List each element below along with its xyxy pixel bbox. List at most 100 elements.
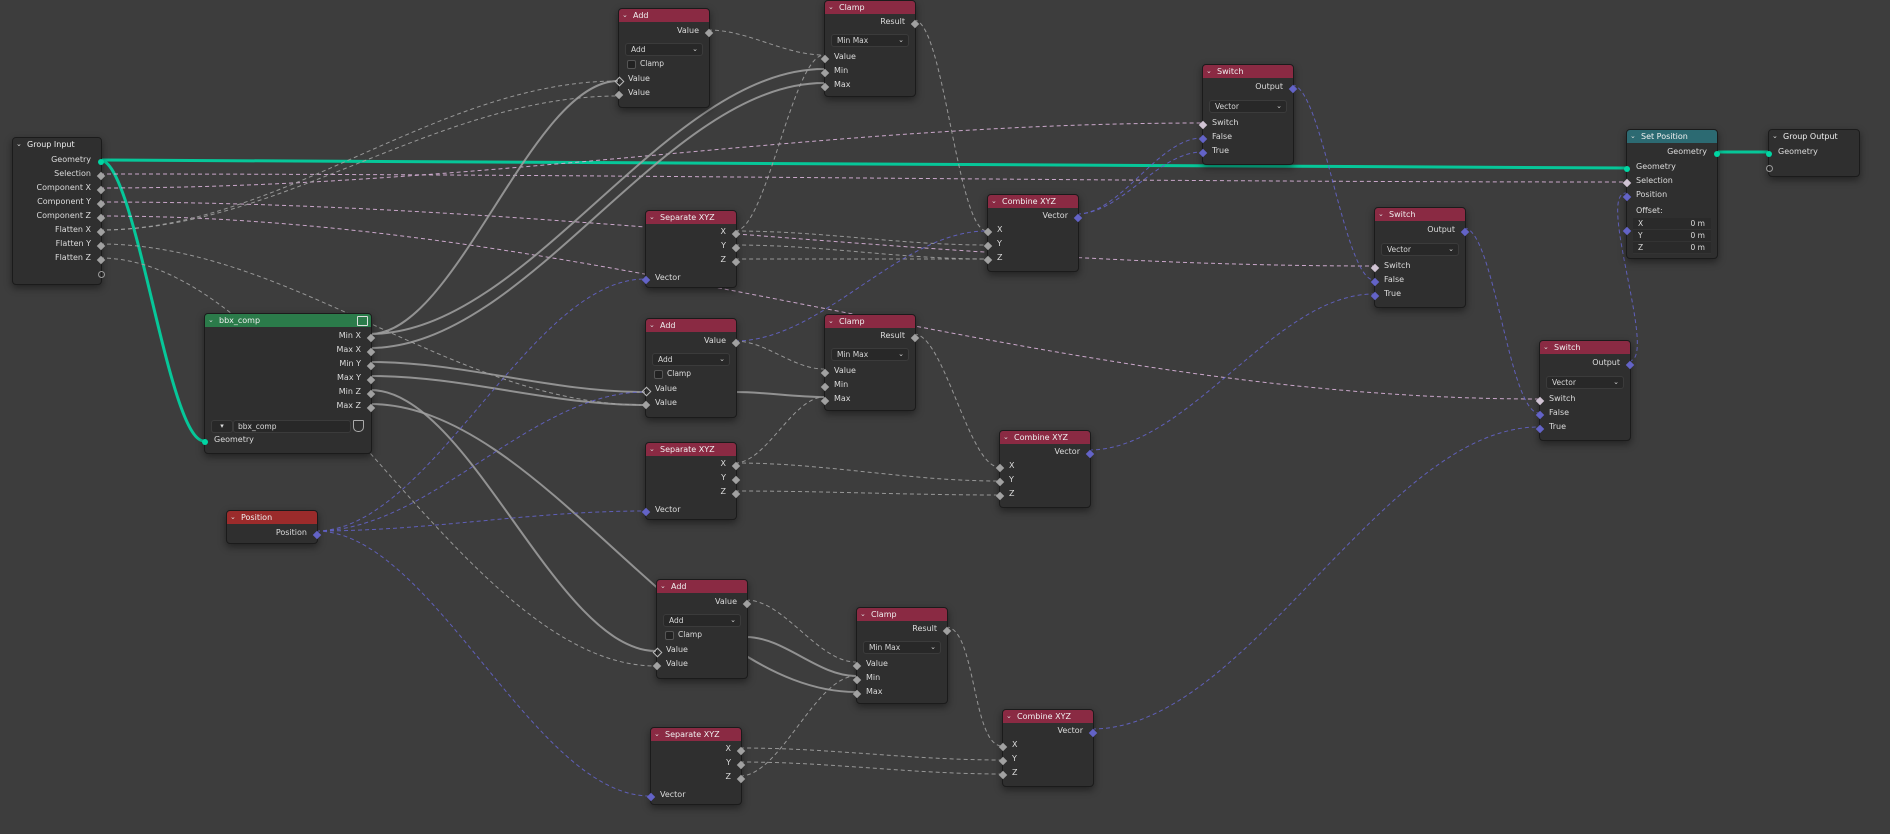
boolean-socket[interactable] xyxy=(1622,178,1632,188)
float-socket[interactable] xyxy=(995,477,1005,487)
type-dropdown[interactable]: Vector⌄ xyxy=(1381,243,1459,256)
node-header[interactable]: ⌄Add xyxy=(657,580,747,593)
boolean-socket[interactable] xyxy=(1198,120,1208,130)
node-link[interactable] xyxy=(1076,137,1203,215)
float-socket[interactable] xyxy=(731,475,741,485)
boolean-socket[interactable] xyxy=(1535,396,1545,406)
node-link[interactable] xyxy=(913,333,1000,468)
node-header[interactable]: ⌄Group Input xyxy=(13,138,101,151)
node-link[interactable] xyxy=(745,636,857,677)
empty-socket[interactable] xyxy=(1766,165,1773,172)
float-socket[interactable] xyxy=(614,90,624,100)
node-header[interactable]: ⌄Combine XYZ xyxy=(988,195,1078,208)
node-link[interactable] xyxy=(734,230,988,246)
chevron-down-icon[interactable]: ⌄ xyxy=(828,3,834,11)
float-socket[interactable] xyxy=(736,760,746,770)
node-link[interactable] xyxy=(734,462,1000,482)
chevron-down-icon[interactable]: ⌄ xyxy=(660,582,666,590)
node-header[interactable]: ⌄Set Position xyxy=(1627,130,1717,143)
vector-socket[interactable] xyxy=(1085,449,1095,459)
vector-socket[interactable] xyxy=(1198,148,1208,158)
float-socket[interactable] xyxy=(366,403,376,413)
float-socket[interactable] xyxy=(998,770,1008,780)
chevron-down-icon[interactable]: ⌄ xyxy=(208,316,214,324)
operation-dropdown[interactable]: Add⌄ xyxy=(625,43,703,56)
shield-icon[interactable] xyxy=(353,420,364,432)
node-link[interactable] xyxy=(734,340,825,370)
node-link[interactable] xyxy=(734,244,988,260)
clamp-node[interactable]: ⌄Clamp Result Min Max⌄ Value Min Max xyxy=(852,607,952,704)
float-socket[interactable] xyxy=(652,661,662,671)
vector-socket[interactable] xyxy=(1198,134,1208,144)
chevron-down-icon[interactable]: ⌄ xyxy=(991,197,997,205)
chevron-down-icon[interactable]: ⌄ xyxy=(1378,210,1384,218)
clamp-node[interactable]: ⌄Clamp Result Min Max⌄ Value Min Max xyxy=(820,314,920,411)
chevron-down-icon[interactable]: ⌄ xyxy=(828,317,834,325)
float-socket[interactable] xyxy=(731,243,741,253)
node-link[interactable] xyxy=(99,158,205,443)
clamp-checkbox[interactable]: Clamp xyxy=(654,369,691,379)
combine-xyz-node[interactable]: ⌄Combine XYZ Vector X Y Z xyxy=(998,709,1098,787)
vector-socket[interactable] xyxy=(646,792,656,802)
chevron-down-icon[interactable]: ⌄ xyxy=(649,213,655,221)
float-socket[interactable] xyxy=(96,241,106,251)
node-header[interactable]: ⌄Combine XYZ xyxy=(1000,431,1090,444)
float-socket[interactable] xyxy=(820,68,830,78)
float-socket[interactable] xyxy=(731,229,741,239)
vector-socket[interactable] xyxy=(641,507,651,517)
combine-xyz-node[interactable]: ⌄Combine XYZ Vector X Y Z xyxy=(995,430,1095,508)
node-link[interactable] xyxy=(369,403,857,693)
geometry-socket[interactable] xyxy=(1766,151,1772,157)
node-link[interactable] xyxy=(1291,84,1375,281)
node-link[interactable] xyxy=(369,389,657,652)
float-socket[interactable] xyxy=(983,227,993,237)
float-socket[interactable] xyxy=(742,599,752,609)
float-socket[interactable] xyxy=(366,389,376,399)
float-socket[interactable] xyxy=(736,774,746,784)
vector-socket[interactable] xyxy=(1288,84,1298,94)
node-header[interactable]: ⌄Group Output xyxy=(1769,130,1859,143)
mode-dropdown[interactable]: Min Max⌄ xyxy=(831,348,909,361)
node-link[interactable] xyxy=(99,158,1627,170)
separate-xyz-node[interactable]: ⌄Separate XYZ X Y Z Vector xyxy=(646,727,746,805)
chevron-down-icon[interactable]: ⌄ xyxy=(1630,132,1636,140)
node-header[interactable]: ⌄Clamp xyxy=(825,315,915,328)
float-socket[interactable] xyxy=(736,746,746,756)
vector-socket[interactable] xyxy=(1535,410,1545,420)
node-link[interactable] xyxy=(1091,426,1540,730)
vector-socket[interactable] xyxy=(641,275,651,285)
node-link[interactable] xyxy=(734,396,825,464)
float-socket[interactable] xyxy=(641,400,651,410)
float-socket[interactable] xyxy=(366,361,376,371)
vector-socket[interactable] xyxy=(312,530,322,540)
chevron-down-icon[interactable]: ⌄ xyxy=(649,321,655,329)
float-socket[interactable] xyxy=(366,375,376,385)
chevron-down-icon[interactable]: ⌄ xyxy=(230,513,236,521)
float-socket[interactable] xyxy=(995,491,1005,501)
float-socket[interactable] xyxy=(983,241,993,251)
node-link[interactable] xyxy=(1463,227,1540,414)
switch-node[interactable]: ⌄Switch Output Vector⌄ Switch False True xyxy=(1198,64,1298,165)
node-link[interactable] xyxy=(315,510,646,532)
clamp-checkbox[interactable]: Clamp xyxy=(665,630,702,640)
position-node[interactable]: ⌄Position Position xyxy=(226,510,322,544)
float-socket[interactable] xyxy=(96,171,106,181)
float-socket[interactable] xyxy=(998,742,1008,752)
float-socket[interactable] xyxy=(852,661,862,671)
float-socket[interactable] xyxy=(731,338,741,348)
node-header[interactable]: ⌄Add xyxy=(619,9,709,22)
empty-socket[interactable] xyxy=(98,271,105,278)
node-header[interactable]: ⌄Clamp xyxy=(825,1,915,14)
node-header[interactable]: ⌄Switch xyxy=(1375,208,1465,221)
geometry-socket[interactable] xyxy=(1714,151,1720,157)
bbx-comp-group-node[interactable]: ⌄bbx_comp Min X Max X Min Y Max Y Min Z … xyxy=(202,313,376,454)
float-socket[interactable] xyxy=(731,461,741,471)
float-socket[interactable] xyxy=(852,689,862,699)
float-socket[interactable] xyxy=(96,185,106,195)
math-add-node[interactable]: ⌄Add Value Add⌄ Clamp Value Value xyxy=(652,579,752,679)
group-input-node[interactable]: ⌄Group Input Geometry Selection Componen… xyxy=(12,137,106,285)
node-link[interactable] xyxy=(99,122,1203,189)
type-dropdown[interactable]: Vector⌄ xyxy=(1209,100,1287,113)
vector-socket[interactable] xyxy=(1073,213,1083,223)
datablock-name-field[interactable]: bbx_comp xyxy=(233,420,351,433)
